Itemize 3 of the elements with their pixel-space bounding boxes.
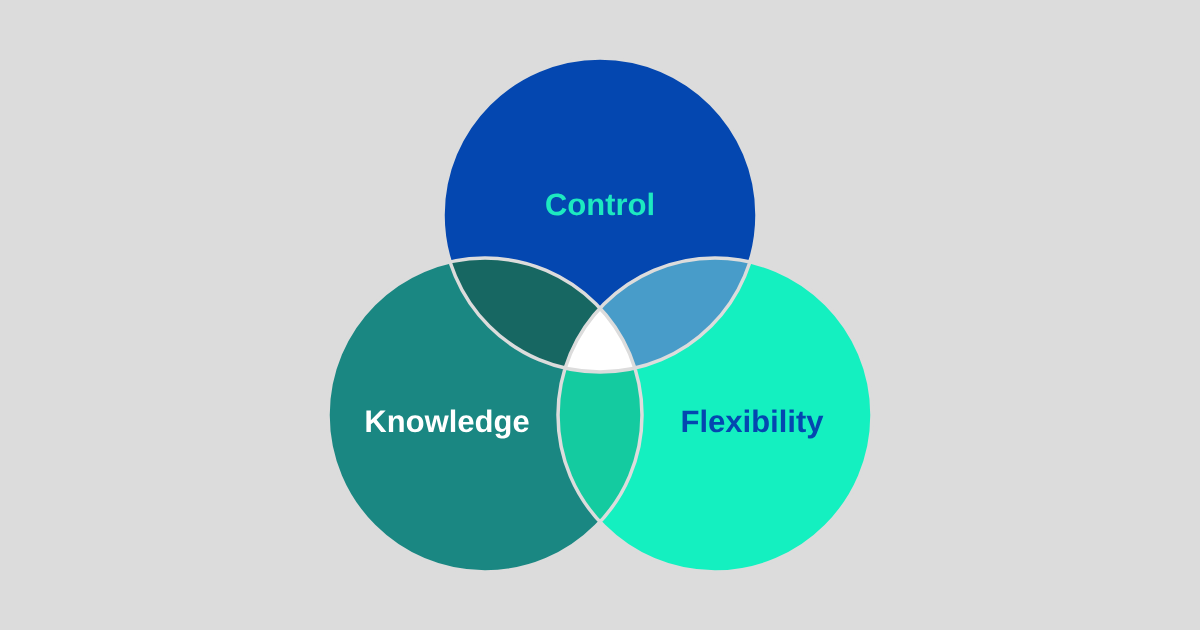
circle-label: Knowledge [366,409,529,439]
circle-label: Control [546,192,653,216]
circle-label: Flexibility [682,409,824,439]
